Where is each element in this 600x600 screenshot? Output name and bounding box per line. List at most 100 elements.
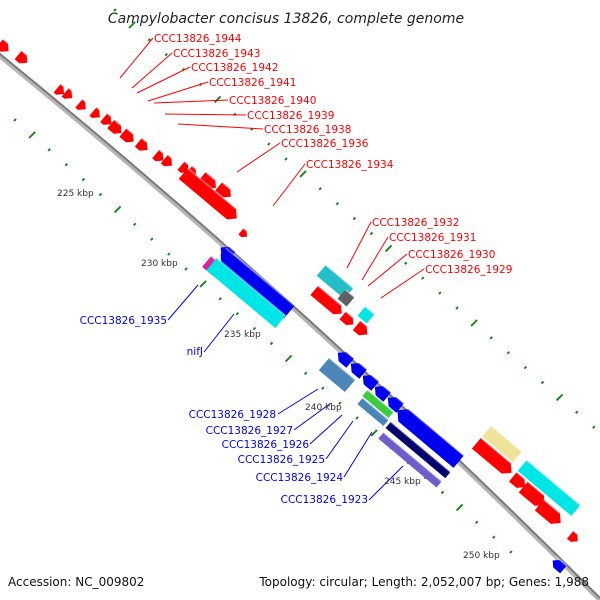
gc-tick: [321, 386, 325, 390]
gc-tick: [523, 365, 528, 370]
gc-tick: [470, 319, 478, 327]
misc-feature[interactable]: [357, 397, 390, 426]
forward-gene[interactable]: [177, 160, 192, 176]
gene-label-1932[interactable]: CCC13826_1932: [372, 217, 459, 229]
gc-tick: [438, 291, 442, 295]
reverse-gene[interactable]: [392, 403, 465, 468]
misc-feature[interactable]: [337, 288, 356, 307]
label-leader-line: [293, 402, 332, 431]
forward-gene[interactable]: [53, 83, 68, 98]
forward-gene[interactable]: [534, 498, 565, 529]
reverse-gene[interactable]: [347, 358, 368, 379]
misc-feature[interactable]: [517, 459, 581, 516]
gc-tick: [284, 157, 288, 161]
gene-label-1940[interactable]: CCC13826_1940: [229, 95, 316, 107]
gc-tick: [128, 21, 136, 29]
forward-gene[interactable]: [0, 38, 12, 55]
forward-gene[interactable]: [119, 127, 137, 145]
gc-tick: [384, 244, 393, 253]
gene-label-1930[interactable]: CCC13826_1930: [408, 249, 495, 261]
gene-label-1923[interactable]: CCC13826_1923: [281, 494, 368, 506]
reverse-gene[interactable]: [549, 555, 568, 574]
forward-gene[interactable]: [352, 320, 371, 339]
forward-gene[interactable]: [14, 49, 31, 67]
gc-tick: [474, 520, 479, 525]
gene-label-1941[interactable]: CCC13826_1941: [209, 77, 296, 89]
misc-feature[interactable]: [378, 431, 443, 488]
gc-tick: [540, 380, 545, 385]
gc-tick: [113, 205, 122, 214]
gc-tick: [150, 237, 154, 241]
genome-backbone: [0, 52, 600, 600]
scale-label-245: 245 kbp: [384, 477, 421, 487]
reverse-gene[interactable]: [334, 347, 355, 368]
forward-gene[interactable]: [471, 437, 516, 478]
forward-gene[interactable]: [160, 154, 176, 170]
gene-label-1935[interactable]: CCC13826_1935: [80, 315, 167, 327]
gene-label-1934[interactable]: CCC13826_1934: [306, 159, 394, 171]
gene-label-1938[interactable]: CCC13826_1938: [264, 124, 351, 136]
forward-gene[interactable]: [310, 285, 345, 318]
gene-label-1926[interactable]: CCC13826_1926: [222, 439, 310, 451]
reverse-gene[interactable]: [359, 370, 380, 391]
forward-gene[interactable]: [152, 149, 167, 165]
gene-label-1927[interactable]: CCC13826_1927: [206, 425, 293, 437]
misc-feature[interactable]: [206, 257, 287, 329]
forward-gene[interactable]: [518, 480, 549, 511]
misc-feature[interactable]: [357, 305, 376, 324]
forward-gene[interactable]: [566, 530, 581, 545]
gene-label-1944[interactable]: CCC13826_1944: [154, 33, 242, 45]
forward-gene[interactable]: [215, 181, 234, 201]
forward-gene[interactable]: [134, 137, 151, 154]
gc-tick: [13, 118, 17, 122]
label-leader-line: [147, 81, 209, 102]
gene-label-1939[interactable]: CCC13826_1939: [247, 110, 334, 122]
misc-feature[interactable]: [385, 421, 452, 479]
forward-gene[interactable]: [100, 112, 115, 129]
gene-label-1931[interactable]: CCC13826_1931: [389, 232, 476, 244]
label-leader-line: [367, 253, 408, 287]
gene-label-1924[interactable]: CCC13826_1924: [256, 472, 344, 484]
forward-gene[interactable]: [89, 106, 103, 121]
label-leader-line: [177, 123, 264, 130]
label-leader-line: [343, 431, 373, 478]
gc-tick: [574, 410, 579, 415]
gc-tick: [28, 131, 36, 139]
misc-feature[interactable]: [362, 389, 395, 418]
scale-label-250: 250 kbp: [463, 551, 500, 561]
forward-gene[interactable]: [238, 227, 249, 239]
misc-feature[interactable]: [316, 264, 354, 299]
label-leader-line: [325, 420, 354, 460]
misc-feature[interactable]: [482, 425, 523, 463]
forward-gene[interactable]: [75, 98, 89, 113]
gc-tick: [318, 187, 322, 191]
gc-tick: [252, 326, 257, 331]
misc-feature[interactable]: [318, 357, 356, 393]
reverse-gene[interactable]: [384, 392, 405, 413]
forward-gene[interactable]: [509, 471, 529, 491]
gene-label-1942[interactable]: CCC13826_1942: [191, 62, 278, 74]
forward-gene[interactable]: [339, 310, 356, 329]
gc-tick: [147, 38, 151, 42]
forward-gene[interactable]: [61, 87, 76, 102]
gc-tick: [369, 231, 374, 236]
gene-label-1936[interactable]: CCC13826_1936: [281, 138, 369, 150]
forward-gene[interactable]: [178, 167, 242, 224]
gene-label-1928[interactable]: CCC13826_1928: [189, 409, 276, 421]
gene-label-1925[interactable]: CCC13826_1925: [238, 454, 325, 466]
reverse-gene[interactable]: [215, 247, 296, 319]
forward-gene[interactable]: [198, 171, 220, 192]
gene-label-1929[interactable]: CCC13826_1929: [425, 264, 512, 276]
genome-summary-text: Topology: circular; Length: 2,052,007 bp…: [258, 575, 589, 589]
gene-label-1943[interactable]: CCC13826_1943: [173, 48, 260, 60]
gc-tick: [352, 216, 357, 221]
forward-gene[interactable]: [107, 119, 125, 137]
gc-tick: [64, 162, 69, 167]
gene-label-nifJ[interactable]: nifJ: [187, 346, 203, 358]
label-leader-line: [164, 113, 247, 116]
gc-tick: [113, 8, 117, 12]
reverse-gene[interactable]: [371, 381, 392, 402]
gc-tick: [440, 490, 445, 495]
label-leader-line: [368, 465, 404, 501]
